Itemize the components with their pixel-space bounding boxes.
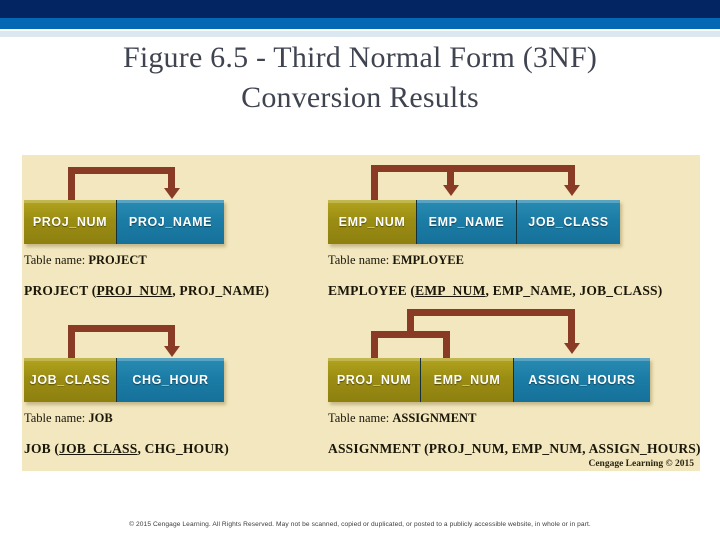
table-name-label-job: Table name: JOB <box>24 411 113 426</box>
project-arrow-span <box>68 167 175 174</box>
relation-name-project: PROJECT ( <box>24 283 97 298</box>
top-pale-bar <box>0 31 720 37</box>
table-name-label-assignment: Table name: ASSIGNMENT <box>328 411 476 426</box>
column-cell-job-class[interactable]: JOB_CLASS <box>517 200 620 244</box>
column-cell-proj-num[interactable]: PROJ_NUM <box>24 200 117 244</box>
table-box-project[interactable]: PROJ_NUM PROJ_NAME <box>24 200 224 244</box>
table-box-job[interactable]: JOB_CLASS CHG_HOUR <box>24 358 224 402</box>
table-name-value-assignment: ASSIGNMENT <box>392 411 477 425</box>
relation-rest-project: , PROJ_NAME) <box>172 283 270 298</box>
table-name-value-job: JOB <box>88 411 113 425</box>
assignment-arrow-drop <box>568 309 575 345</box>
assignment-arrow-riser-2 <box>443 331 450 359</box>
relation-name-job: JOB ( <box>24 441 60 456</box>
table-box-assignment[interactable]: PROJ_NUM EMP_NUM ASSIGN_HOURS <box>328 358 650 402</box>
table-name-prefix-job: Table name: <box>24 411 89 425</box>
top-navy-bar <box>0 0 720 18</box>
relation-rest-job: , CHG_HOUR) <box>137 441 229 456</box>
table-name-prefix-assignment: Table name: <box>328 411 393 425</box>
figure-panel: PROJ_NUM PROJ_NAME Table name: PROJECT P… <box>22 155 700 471</box>
employee-arrow-drop-1 <box>447 165 454 187</box>
table-name-label-employee: Table name: EMPLOYEE <box>328 253 464 268</box>
assignment-arrow-riser-1 <box>371 331 378 359</box>
page-title: Figure 6.5 - Third Normal Form (3NF) Con… <box>20 38 700 118</box>
employee-arrow-span <box>371 165 575 172</box>
relation-schema-employee: EMPLOYEE (EMP_NUM, EMP_NAME, JOB_CLASS) <box>328 283 662 299</box>
table-name-prefix-employee: Table name: <box>328 253 393 267</box>
assignment-arrow-span <box>407 309 575 316</box>
assignment-arrow-stem <box>407 309 414 334</box>
relation-schema-job: JOB (JOB_CLASS, CHG_HOUR) <box>24 441 229 457</box>
employee-arrow-drop-2 <box>568 165 575 187</box>
table-name-label-project: Table name: PROJECT <box>24 253 147 268</box>
column-cell-assign-hours[interactable]: ASSIGN_HOURS <box>514 358 650 402</box>
job-arrow-span <box>68 325 175 332</box>
relation-name-employee: EMPLOYEE ( <box>328 283 416 298</box>
table-name-value-project: PROJECT <box>88 253 147 267</box>
column-cell-emp-name[interactable]: EMP_NAME <box>417 200 517 244</box>
top-blue-bar <box>0 18 720 29</box>
column-cell-chg-hour[interactable]: CHG_HOUR <box>117 358 224 402</box>
figure-credit: Cengage Learning © 2015 <box>588 459 694 469</box>
job-arrow-head <box>163 346 180 357</box>
relation-rest-employee: , EMP_NAME, JOB_CLASS) <box>485 283 663 298</box>
assignment-arrow-head <box>563 343 580 354</box>
employee-arrow-head-2 <box>563 185 580 196</box>
employee-arrow-head-1 <box>442 185 459 196</box>
page-title-line-1: Figure 6.5 - Third Normal Form (3NF) <box>122 41 598 74</box>
job-arrow-riser <box>68 325 75 359</box>
page-title-line-2: Conversion Results <box>241 81 479 114</box>
job-arrow-drop <box>168 325 175 348</box>
relation-pk-assignment: PROJ_NUM, EMP_NUM <box>428 441 583 456</box>
column-cell-assign-proj-num[interactable]: PROJ_NUM <box>328 358 421 402</box>
table-name-prefix-project: Table name: <box>24 253 89 267</box>
copyright-footer: © 2015 Cengage Learning. All Rights Rese… <box>129 521 591 528</box>
employee-arrow-riser <box>371 165 378 201</box>
project-arrow-riser <box>68 167 75 201</box>
relation-pk-project: PROJ_NUM <box>96 283 173 298</box>
relation-pk-job: JOB_CLASS <box>59 441 138 456</box>
relation-name-assignment: ASSIGNMENT ( <box>328 441 429 456</box>
table-name-value-employee: EMPLOYEE <box>392 253 464 267</box>
column-cell-assign-emp-num[interactable]: EMP_NUM <box>421 358 514 402</box>
column-cell-job-class-pk[interactable]: JOB_CLASS <box>24 358 117 402</box>
relation-schema-project: PROJECT (PROJ_NUM, PROJ_NAME) <box>24 283 269 299</box>
project-arrow-drop <box>168 167 175 190</box>
relation-pk-employee: EMP_NUM <box>415 283 486 298</box>
table-box-employee[interactable]: EMP_NUM EMP_NAME JOB_CLASS <box>328 200 620 244</box>
assignment-arrow-merge-bar <box>371 331 450 338</box>
project-arrow-head <box>163 188 180 199</box>
relation-rest-assignment: , ASSIGN_HOURS) <box>582 441 700 456</box>
column-cell-proj-name[interactable]: PROJ_NAME <box>117 200 224 244</box>
column-cell-emp-num[interactable]: EMP_NUM <box>328 200 417 244</box>
relation-schema-assignment: ASSIGNMENT (PROJ_NUM, EMP_NUM, ASSIGN_HO… <box>328 441 700 457</box>
